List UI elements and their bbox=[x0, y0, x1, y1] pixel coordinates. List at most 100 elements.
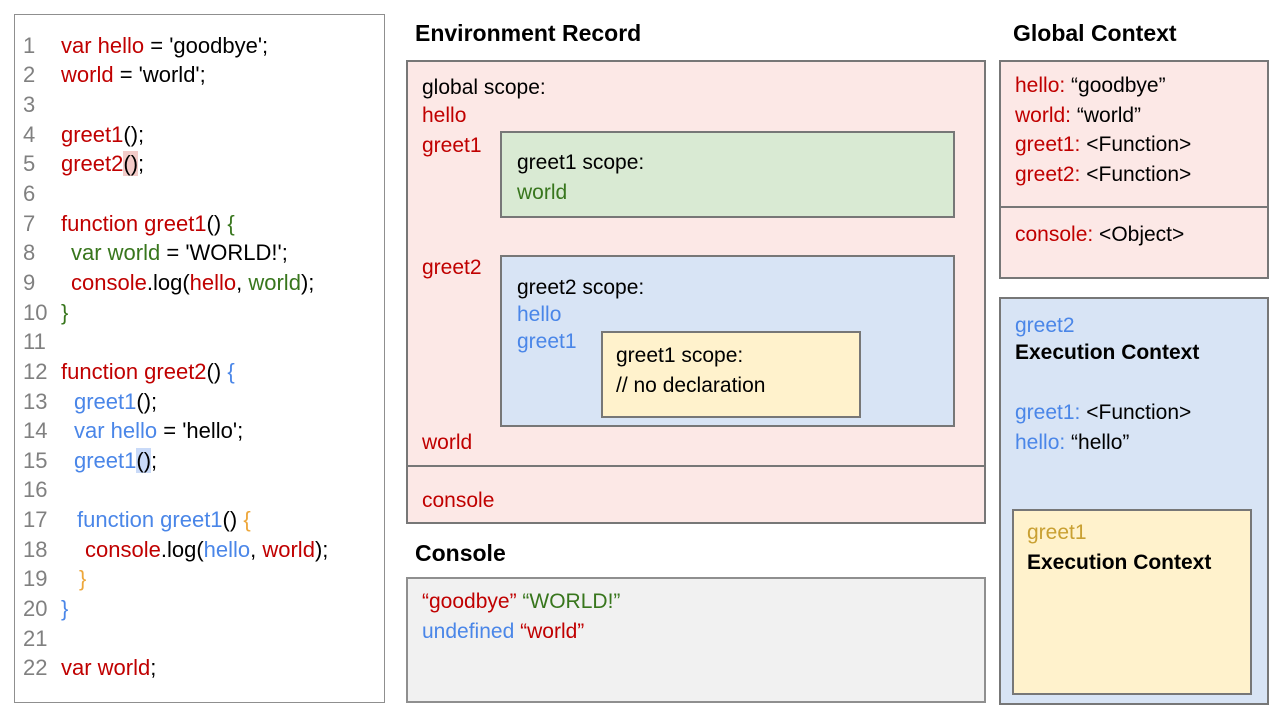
text-token: greet1 bbox=[1027, 521, 1087, 544]
code-text: var world; bbox=[61, 655, 156, 681]
text-token: function greet2 bbox=[61, 358, 207, 384]
global-context-divider bbox=[999, 206, 1269, 208]
text-token: ); bbox=[300, 269, 315, 295]
line-number: 20 bbox=[23, 595, 48, 621]
text-token: = 'WORLD!'; bbox=[160, 240, 288, 266]
code-text: } bbox=[61, 596, 68, 622]
text-token: , bbox=[236, 269, 249, 295]
text-token: } bbox=[61, 299, 69, 325]
line-number: 21 bbox=[23, 625, 48, 651]
text-token: () bbox=[206, 210, 228, 236]
no-declaration-comment: // no declaration bbox=[616, 374, 765, 398]
greet2-scope-var-greet1: greet1 bbox=[517, 330, 577, 354]
text-token: hello bbox=[517, 303, 562, 326]
env-var-hello: hello bbox=[422, 104, 466, 128]
code-line: 21 bbox=[15, 624, 384, 654]
text-line: hello: “hello” bbox=[1015, 428, 1191, 458]
line-number: 17 bbox=[23, 507, 48, 533]
code-text: greet1(); bbox=[61, 122, 144, 148]
code-text: greet2(); bbox=[61, 151, 144, 177]
line-number: 11 bbox=[23, 329, 46, 355]
text-token: world: bbox=[1015, 103, 1072, 127]
text-token: console bbox=[85, 536, 161, 562]
text-token: { bbox=[227, 210, 235, 236]
text-token: () bbox=[123, 151, 139, 177]
text-token: } bbox=[61, 595, 69, 621]
code-line: 5 greet2(); bbox=[15, 150, 384, 180]
text-token: () bbox=[206, 358, 228, 384]
global-scope-label: global scope: bbox=[422, 76, 546, 100]
text-token: ; bbox=[150, 655, 157, 681]
text-token: greet1: bbox=[1015, 133, 1081, 157]
environment-record-title: Environment Record bbox=[415, 20, 642, 46]
text-token: <Function> bbox=[1080, 163, 1192, 187]
console-output-box: “goodbye” “WORLD!”undefined “world” bbox=[406, 577, 986, 703]
code-text: } bbox=[79, 566, 86, 592]
code-text: console.log(hello, world); bbox=[85, 537, 328, 563]
text-token: hello: bbox=[1015, 74, 1066, 97]
code-text: function greet2() { bbox=[61, 359, 235, 385]
line-number: 8 bbox=[23, 240, 36, 266]
code-text: greet1(); bbox=[74, 447, 158, 474]
text-token: undefined bbox=[422, 619, 515, 643]
line-number: 16 bbox=[23, 477, 48, 503]
text-token: hello bbox=[422, 104, 467, 127]
text-token: greet2 bbox=[1015, 314, 1075, 337]
code-line: 16 bbox=[15, 476, 384, 506]
text-line: hello: “goodbye” bbox=[1015, 71, 1191, 101]
line-number: 6 bbox=[23, 181, 36, 207]
global-context-box: hello: “goodbye”world: “world”greet1: <F… bbox=[999, 60, 1269, 279]
text-token: () bbox=[222, 507, 244, 533]
greet2-scope-box: greet2 scope: hello greet1 greet1 scope:… bbox=[500, 255, 955, 427]
text-token: greet1 bbox=[74, 447, 137, 473]
text-token: world bbox=[61, 62, 114, 88]
code-line: 13 greet1(); bbox=[15, 387, 384, 417]
text-token: var world bbox=[61, 655, 151, 681]
greet1-scope-box: greet1 scope: world bbox=[500, 131, 955, 218]
text-token: world bbox=[248, 269, 301, 295]
greet1-inner-scope-label: greet1 scope: bbox=[616, 344, 743, 368]
line-number: 13 bbox=[23, 388, 48, 414]
text-line: world: “world” bbox=[1015, 101, 1191, 131]
text-token: <Function> bbox=[1080, 401, 1192, 424]
text-token: “world” bbox=[520, 619, 585, 643]
code-line: 11 bbox=[15, 327, 384, 357]
console-title: Console bbox=[415, 540, 506, 566]
code-text: var hello = 'hello'; bbox=[74, 418, 243, 444]
code-line: 6 bbox=[15, 179, 384, 209]
greet2-scope-label: greet2 scope: bbox=[517, 276, 644, 300]
line-number: 18 bbox=[23, 536, 48, 562]
text-line: greet1: <Function> bbox=[1015, 130, 1191, 160]
line-number: 5 bbox=[23, 151, 36, 177]
text-token: var hello bbox=[61, 32, 145, 58]
text-token: “goodbye” bbox=[1065, 74, 1166, 97]
line-number: 2 bbox=[23, 62, 36, 88]
code-line: 18 console.log(hello, world); bbox=[15, 535, 384, 565]
text-token: .log( bbox=[160, 536, 204, 562]
text-token: hello: bbox=[1015, 430, 1066, 454]
text-token: “goodbye” bbox=[422, 590, 517, 613]
greet1-exec-label: Execution Context bbox=[1027, 551, 1211, 575]
text-line: greet1: <Function> bbox=[1015, 398, 1191, 428]
env-var-console: console bbox=[422, 489, 494, 513]
text-token: Execution Context bbox=[1015, 341, 1200, 364]
line-number: 7 bbox=[23, 210, 36, 236]
text-token: , bbox=[250, 536, 263, 562]
code-text: } bbox=[61, 300, 68, 326]
code-text: function greet1() { bbox=[77, 507, 251, 533]
text-token: world bbox=[517, 181, 568, 204]
text-token: = 'goodbye'; bbox=[144, 32, 269, 58]
line-number: 15 bbox=[23, 447, 48, 473]
text-token: ; bbox=[151, 447, 158, 473]
env-console-divider bbox=[406, 465, 986, 467]
code-text: greet1(); bbox=[74, 389, 157, 415]
text-token: { bbox=[243, 507, 251, 533]
text-token: greet1 scope: bbox=[616, 344, 744, 367]
text-token: greet2: bbox=[1015, 163, 1081, 187]
line-number: 19 bbox=[23, 566, 48, 592]
code-line: 10} bbox=[15, 298, 384, 328]
code-text: world = 'world'; bbox=[61, 62, 206, 88]
